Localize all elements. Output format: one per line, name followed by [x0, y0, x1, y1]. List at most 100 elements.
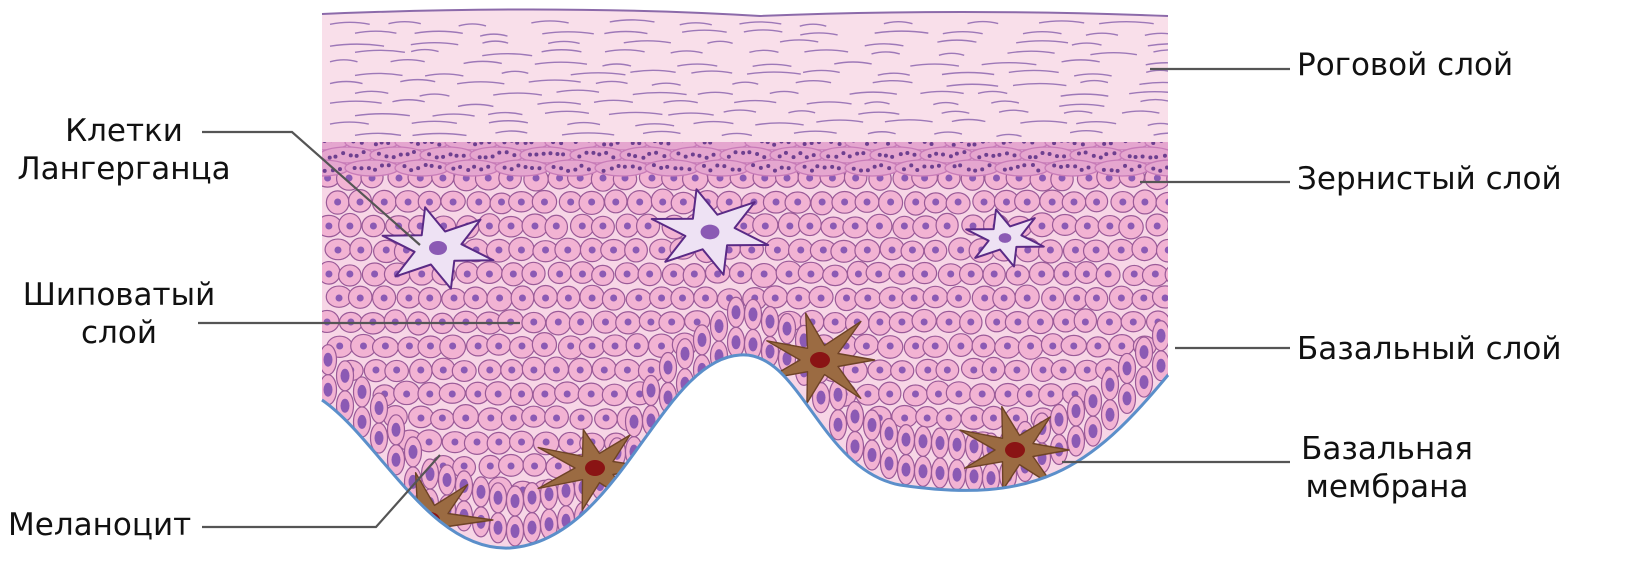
- keratinocyte-nucleus: [336, 295, 343, 302]
- keratinocyte-nucleus: [1176, 223, 1183, 230]
- keratinocyte-nucleus: [403, 391, 410, 398]
- keratohyalin-granule: [1180, 167, 1184, 171]
- keratinocyte-nucleus: [451, 439, 458, 446]
- basal-cell-nucleus: [528, 521, 537, 535]
- keratinocyte-nucleus: [852, 367, 859, 374]
- keratinocyte-nucleus: [772, 295, 779, 302]
- keratohyalin-granule: [1055, 154, 1059, 158]
- keratinocyte-nucleus: [807, 271, 814, 278]
- basal-cell-nucleus: [1106, 378, 1115, 392]
- label-basal-membrane-line1: Базальная: [1297, 430, 1477, 468]
- basal-cell-nucleus: [494, 521, 503, 535]
- keratinocyte-nucleus: [579, 271, 586, 278]
- keratinocyte-nucleus: [1130, 319, 1137, 326]
- keratohyalin-granule: [566, 169, 570, 173]
- keratohyalin-granule: [826, 154, 830, 158]
- keratinocyte-nucleus: [1047, 391, 1054, 398]
- keratinocyte-nucleus: [991, 271, 998, 278]
- melanocyte-nucleus: [810, 352, 830, 368]
- keratohyalin-granule: [579, 164, 583, 168]
- basal-cell-nucleus: [715, 319, 724, 333]
- keratohyalin-granule: [1009, 167, 1013, 171]
- keratohyalin-granule: [652, 163, 656, 167]
- keratinocyte-nucleus: [543, 439, 550, 446]
- basal-cell-nucleus: [545, 517, 554, 531]
- keratinocyte-nucleus: [624, 271, 631, 278]
- keratinocyte-nucleus: [679, 295, 686, 302]
- keratinocyte-nucleus: [864, 391, 871, 398]
- keratohyalin-granule: [333, 155, 337, 159]
- keratohyalin-granule: [1099, 156, 1103, 160]
- basal-cell-nucleus: [987, 471, 996, 485]
- keratinocyte-nucleus: [475, 199, 482, 206]
- keratohyalin-granule: [747, 150, 751, 154]
- keratohyalin-granule: [977, 155, 981, 159]
- keratinocyte-nucleus: [360, 343, 367, 350]
- keratohyalin-granule: [505, 150, 509, 154]
- keratohyalin-granule: [855, 152, 859, 156]
- keratohyalin-granule: [727, 155, 731, 159]
- basal-cell-nucleus: [1157, 359, 1166, 373]
- keratohyalin-granule: [638, 166, 642, 170]
- keratohyalin-granule: [787, 166, 791, 170]
- keratinocyte-nucleus: [612, 199, 619, 206]
- keratinocyte-nucleus: [382, 343, 389, 350]
- keratinocyte-nucleus: [1039, 367, 1046, 374]
- keratinocyte-nucleus: [567, 199, 574, 206]
- basal-cell-nucleus: [1072, 404, 1081, 418]
- keratinocyte-nucleus: [450, 199, 457, 206]
- keratohyalin-granule: [673, 166, 677, 170]
- keratohyalin-granule: [516, 164, 520, 168]
- keratohyalin-granule: [438, 165, 442, 169]
- keratinocyte-nucleus: [498, 199, 505, 206]
- keratohyalin-granule: [967, 168, 971, 172]
- keratohyalin-granule: [1036, 168, 1040, 172]
- keratinocyte-nucleus: [1141, 247, 1148, 254]
- keratinocyte-nucleus: [1094, 343, 1101, 350]
- keratohyalin-granule: [604, 151, 608, 155]
- basal-cell-nucleus: [1089, 394, 1098, 408]
- keratinocyte-nucleus: [508, 367, 515, 374]
- keratohyalin-granule: [309, 143, 313, 147]
- basal-cell-nucleus: [698, 333, 707, 347]
- keratinocyte-nucleus: [1039, 175, 1046, 182]
- keratinocyte-nucleus: [819, 199, 826, 206]
- keratinocyte-nucleus: [486, 367, 493, 374]
- basal-cell-nucleus: [970, 439, 979, 453]
- keratinocyte-nucleus: [841, 199, 848, 206]
- keratohyalin-granule: [1134, 155, 1138, 159]
- keratinocyte-nucleus: [1024, 199, 1031, 206]
- keratinocyte-nucleus: [740, 175, 747, 182]
- keratohyalin-granule: [497, 151, 501, 155]
- keratinocyte-nucleus: [383, 247, 390, 254]
- keratinocyte-nucleus: [624, 223, 631, 230]
- basal-cell-nucleus: [630, 415, 639, 429]
- keratohyalin-granule: [766, 164, 770, 168]
- keratinocyte-nucleus: [1073, 295, 1080, 302]
- keratohyalin-granule: [708, 168, 712, 172]
- keratinocyte-nucleus: [1061, 223, 1068, 230]
- keratinocyte-nucleus: [553, 415, 560, 422]
- keratinocyte-nucleus: [932, 343, 939, 350]
- keratohyalin-granule: [972, 143, 976, 147]
- keratohyalin-granule: [991, 154, 995, 158]
- keratohyalin-granule: [647, 152, 651, 156]
- keratinocyte-nucleus: [1118, 343, 1125, 350]
- granular-cell: [945, 160, 999, 176]
- keratinocyte-nucleus: [899, 367, 906, 374]
- keratinocyte-nucleus: [381, 199, 388, 206]
- keratohyalin-granule: [1077, 151, 1081, 155]
- keratohyalin-granule: [555, 152, 559, 156]
- keratinocyte-nucleus: [1154, 223, 1161, 230]
- keratinocyte-nucleus: [1131, 271, 1138, 278]
- keratohyalin-granule: [702, 164, 706, 168]
- keratinocyte-nucleus: [886, 391, 893, 398]
- keratinocyte-nucleus: [647, 319, 654, 326]
- keratinocyte-nucleus: [553, 223, 560, 230]
- keratohyalin-granule: [676, 152, 680, 156]
- keratohyalin-granule: [778, 154, 782, 158]
- keratohyalin-granule: [909, 163, 913, 167]
- keratohyalin-granule: [1102, 142, 1106, 146]
- keratinocyte-nucleus: [1185, 247, 1192, 254]
- keratinocyte-nucleus: [334, 247, 341, 254]
